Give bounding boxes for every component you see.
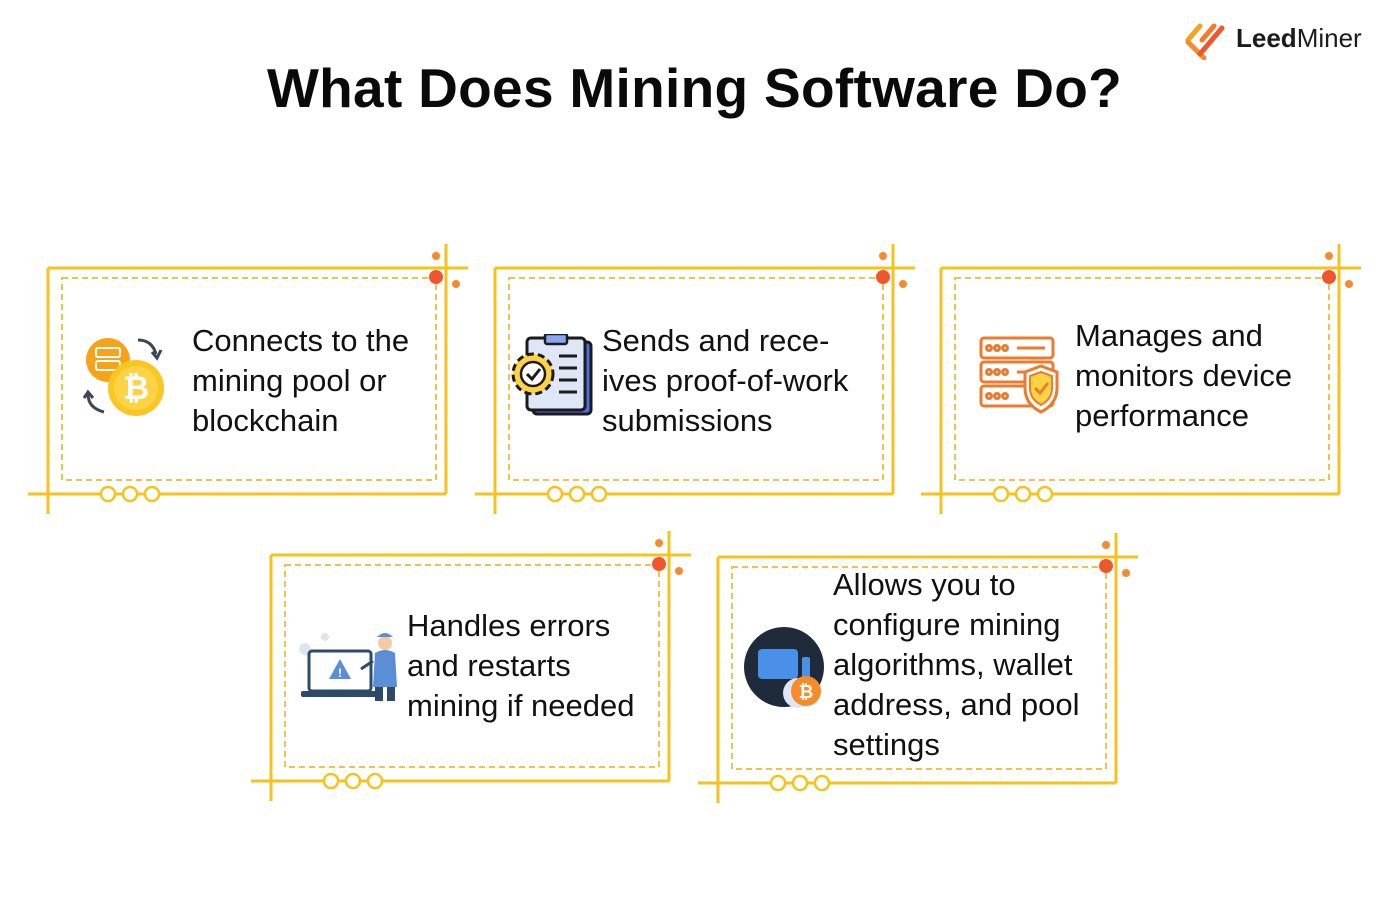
frame-dashed-border xyxy=(508,277,884,481)
frame-dashed-border xyxy=(731,566,1107,770)
server-shield-icon xyxy=(977,332,1061,418)
frame-ring-dot xyxy=(992,485,1010,503)
technician-repair-icon: ! xyxy=(293,629,403,703)
frame-dot-small xyxy=(1102,541,1110,549)
bitcoin-monitor-icon: ₿ xyxy=(744,627,828,711)
frame-dot-small xyxy=(1345,280,1353,288)
card-text: Manages and monitors device performance xyxy=(1075,318,1293,433)
frame-ring-dot xyxy=(1036,485,1054,503)
card-frame xyxy=(698,533,1138,803)
frame-ring-dot xyxy=(568,485,586,503)
frame-ring-dot xyxy=(366,772,384,790)
svg-text:₿: ₿ xyxy=(123,370,149,406)
frame-ring-dot xyxy=(99,485,117,503)
frame-dot-small xyxy=(432,252,440,260)
card-frame xyxy=(251,531,691,801)
frame-ring-dot xyxy=(1014,485,1032,503)
page-title: What Does Mining Software Do? xyxy=(266,57,1123,119)
frame-ring-dot xyxy=(322,772,340,790)
brand-logo: LeedMiner xyxy=(1180,16,1362,60)
frame-dot-small xyxy=(1325,252,1333,260)
frame-ring-dot xyxy=(121,485,139,503)
frame-dot-large xyxy=(1322,270,1336,284)
frame-dot-large xyxy=(1099,559,1113,573)
card-text: Sends and rece- ives proof-of-work submi… xyxy=(602,323,849,438)
bitcoin-sync-icon: ₿ xyxy=(82,334,168,418)
feature-card: Sends and rece- ives proof-of-work submi… xyxy=(475,244,915,516)
frame-dot-small xyxy=(675,567,683,575)
card-text: Handles errors and restarts mining if ne… xyxy=(407,608,635,723)
frame-dot-small xyxy=(1122,569,1130,577)
svg-text:!: ! xyxy=(338,666,342,680)
brand-name: LeedMiner xyxy=(1236,22,1362,53)
card-text: Connects to the mining pool or blockchai… xyxy=(192,323,410,438)
frame-dashed-border xyxy=(61,277,437,481)
frame-dashed-border xyxy=(954,277,1330,481)
card-frame xyxy=(28,244,468,514)
feature-card: ! Handles errors and restarts mining if … xyxy=(251,531,691,803)
feature-card: ₿ Connects to the mining pool or blockch… xyxy=(28,244,468,516)
frame-ring-dot xyxy=(546,485,564,503)
frame-dashed-border xyxy=(284,564,660,768)
feature-card: ₿ Allows you to configure mining algorit… xyxy=(698,533,1138,805)
frame-dot-small xyxy=(655,539,663,547)
frame-ring-dot xyxy=(791,774,809,792)
frame-ring-dot xyxy=(769,774,787,792)
clipboard-gear-icon xyxy=(509,332,599,418)
frame-dot-small xyxy=(879,252,887,260)
card-frame xyxy=(921,244,1361,514)
svg-text:₿: ₿ xyxy=(799,682,814,702)
card-text: Allows you to configure mining algorithm… xyxy=(833,567,1080,762)
leedminer-logo-icon xyxy=(1185,23,1225,60)
frame-ring-dot xyxy=(143,485,161,503)
frame-dot-large xyxy=(652,557,666,571)
feature-card: Manages and monitors device performance xyxy=(921,244,1361,516)
frame-dot-small xyxy=(452,280,460,288)
frame-dot-small xyxy=(899,280,907,288)
frame-ring-dot xyxy=(590,485,608,503)
frame-ring-dot xyxy=(813,774,831,792)
frame-dot-large xyxy=(429,270,443,284)
frame-dot-large xyxy=(876,270,890,284)
card-frame xyxy=(475,244,915,514)
frame-ring-dot xyxy=(344,772,362,790)
